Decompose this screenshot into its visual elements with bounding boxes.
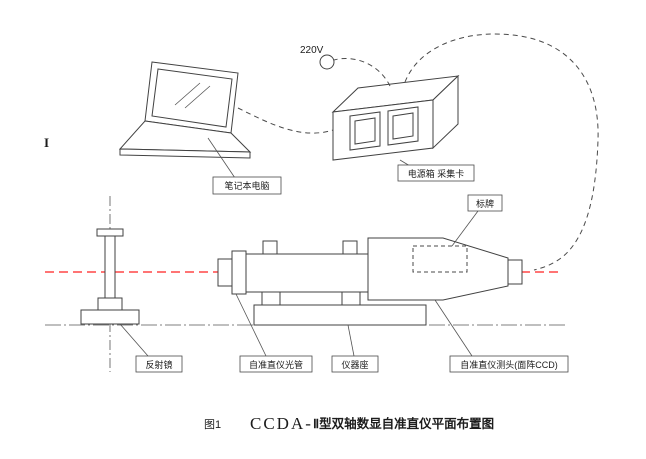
reflector-label-text: 反射镜 <box>145 359 172 370</box>
voltage-label: 220V <box>300 45 324 56</box>
probe-label-text: 自准直仪测头(面阵CCD) <box>460 359 558 370</box>
tube-flange <box>231 250 247 295</box>
label-tube: 自准直仪光管 <box>239 355 313 373</box>
leader-nameplate <box>451 210 479 247</box>
label-base: 仪器座 <box>331 355 379 373</box>
leader-reflector <box>119 323 149 357</box>
card-slot-outer <box>349 111 381 151</box>
figure-caption: 图1 CCDA- Ⅱ型双轴数显自准直仪平面布置图 <box>204 414 494 433</box>
leader-probe <box>434 299 473 357</box>
tube-body <box>245 253 369 293</box>
card-slot-inner <box>354 117 376 145</box>
caption-title: Ⅱ型双轴数显自准直仪平面布置图 <box>313 416 494 431</box>
power-box <box>331 74 460 161</box>
nameplate-label-text: 标牌 <box>476 198 494 209</box>
reflector-mirror <box>80 228 140 325</box>
caption-fig-no: 图1 <box>204 418 221 431</box>
leader-laptop <box>207 137 236 179</box>
cable-box-to-probe <box>404 33 599 271</box>
cable-laptop-to-box <box>237 107 334 134</box>
reflector-foot <box>97 297 123 311</box>
base-label-text: 仪器座 <box>341 359 368 370</box>
screen-glare-line <box>174 82 201 106</box>
leader-base <box>347 324 355 357</box>
label-probe: 自准直仪测头(面阵CCD) <box>449 355 569 373</box>
card-slot-outer <box>387 106 419 146</box>
probe-end-cap <box>507 259 523 285</box>
laptop-label-text: 笔记本电脑 <box>224 180 269 191</box>
label-nameplate: 标牌 <box>467 194 503 212</box>
nameplate-outline <box>412 245 468 273</box>
reflector-top-cap <box>96 228 124 237</box>
instrument-base <box>253 304 427 326</box>
cable-box-to-plug <box>333 57 391 87</box>
probe-body <box>367 237 509 301</box>
power-box-label-text: 电源箱 采集卡 <box>408 168 465 179</box>
laptop <box>118 61 252 159</box>
tube-support <box>261 291 281 306</box>
power-plug: 220V <box>300 45 335 70</box>
cursor-mark: I <box>44 135 49 150</box>
label-laptop: 笔记本电脑 <box>212 176 282 195</box>
tube-knob <box>342 240 358 255</box>
card-slot-inner <box>392 112 414 140</box>
tube-label-text: 自准直仪光管 <box>249 359 303 370</box>
reflector-stem <box>104 235 116 299</box>
collimator-tube <box>217 240 369 306</box>
probe-head <box>367 237 523 301</box>
caption-model: CCDA- <box>250 414 313 433</box>
laptop-screen-inner <box>151 68 233 128</box>
label-reflector: 反射镜 <box>135 355 183 373</box>
screen-glare-line <box>184 85 211 109</box>
laptop-front-edge <box>119 148 251 159</box>
reflector-base <box>80 309 140 325</box>
leader-tube <box>235 293 267 357</box>
tube-knob <box>262 240 278 255</box>
label-power-box: 电源箱 采集卡 <box>397 164 475 182</box>
plug-circle-icon <box>319 54 335 70</box>
tube-support <box>341 291 361 306</box>
tube-end-cap <box>217 258 233 287</box>
